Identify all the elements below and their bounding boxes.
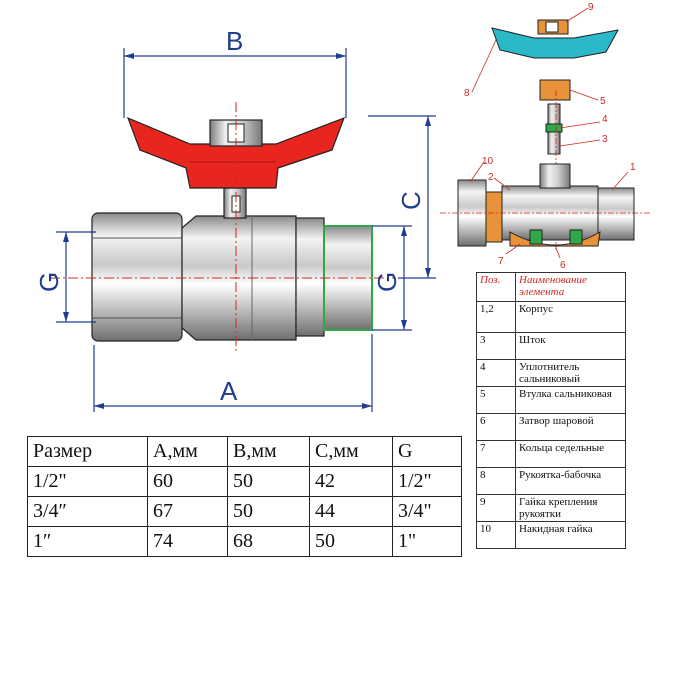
callout-8: 8 bbox=[464, 88, 470, 99]
dim-label-g-right: G bbox=[372, 272, 402, 292]
callout-7: 7 bbox=[498, 256, 504, 267]
callout-6: 6 bbox=[560, 260, 566, 271]
size-header-cell: Размер bbox=[27, 436, 148, 467]
table-cell: 44 bbox=[309, 496, 393, 527]
part-position: 8 bbox=[476, 467, 516, 495]
table-cell: 1" bbox=[392, 526, 462, 557]
exploded-view bbox=[440, 19, 650, 250]
part-position: 7 bbox=[476, 440, 516, 468]
table-cell: 3/4″ bbox=[27, 496, 148, 527]
left-hex-nut bbox=[91, 212, 183, 342]
table-cell: 1″ bbox=[27, 526, 148, 557]
part-position: 3 bbox=[476, 332, 516, 360]
table-cell: 1/2" bbox=[392, 466, 462, 497]
table-cell: 50 bbox=[227, 496, 310, 527]
part-position: 4 bbox=[476, 359, 516, 387]
part-name: Гайка крепления рукоятки bbox=[515, 494, 626, 522]
part-name: Корпус bbox=[515, 301, 626, 333]
part-position: 5 bbox=[476, 386, 516, 414]
size-table: Размер A,мм B,мм C,мм G 1/2" 60 50 42 1/… bbox=[27, 436, 462, 557]
part-name: Затвор шаровой bbox=[515, 413, 626, 441]
size-header-cell: C,мм bbox=[309, 436, 393, 467]
table-cell: 60 bbox=[147, 466, 228, 497]
table-cell: 1/2" bbox=[27, 466, 148, 497]
table-row: 4 Уплотнитель сальниковый bbox=[476, 359, 626, 387]
table-row: 9 Гайка крепления рукоятки bbox=[476, 494, 626, 522]
table-cell: 3/4" bbox=[392, 496, 462, 527]
callout-4: 4 bbox=[602, 114, 608, 125]
parts-table: Поз. Наименование элемента 1,2 Корпус 3 … bbox=[476, 272, 626, 549]
table-cell: 50 bbox=[227, 466, 310, 497]
table-cell: 68 bbox=[227, 526, 310, 557]
size-header-cell: A,мм bbox=[147, 436, 228, 467]
parts-table-header: Поз. Наименование элемента bbox=[476, 272, 626, 302]
size-header-cell: G bbox=[392, 436, 462, 467]
part-name: Накидная гайка bbox=[515, 521, 626, 549]
dim-label-c: C bbox=[396, 191, 426, 210]
callout-2: 2 bbox=[488, 172, 494, 183]
right-hex bbox=[295, 217, 325, 337]
parts-header-pos: Поз. bbox=[476, 272, 516, 302]
callout-1: 1 bbox=[630, 162, 636, 173]
table-cell: 74 bbox=[147, 526, 228, 557]
parts-header-name: Наименование элемента bbox=[515, 272, 626, 302]
part-name: Рукоятка-бабочка bbox=[515, 467, 626, 495]
dim-label-a: A bbox=[220, 376, 238, 406]
table-row: 5 Втулка сальниковая bbox=[476, 386, 626, 414]
table-row: 6 Затвор шаровой bbox=[476, 413, 626, 441]
part-position: 9 bbox=[476, 494, 516, 522]
callout-3: 3 bbox=[602, 134, 608, 145]
size-table-header: Размер A,мм B,мм C,мм G bbox=[27, 436, 462, 467]
table-row: 1,2 Корпус bbox=[476, 301, 626, 333]
dimension-lines: B A C G G bbox=[34, 26, 436, 412]
size-header-cell: B,мм bbox=[227, 436, 310, 467]
callout-5: 5 bbox=[600, 96, 606, 107]
callout-labels: 1 2 3 4 5 6 7 8 9 10 bbox=[464, 2, 636, 271]
dim-label-b: B bbox=[226, 26, 243, 56]
table-cell: 42 bbox=[309, 466, 393, 497]
callout-9: 9 bbox=[588, 2, 594, 13]
table-row: 3/4″ 67 50 44 3/4" bbox=[27, 496, 462, 527]
exploded-handle bbox=[491, 27, 619, 59]
dim-label-g-left: G bbox=[34, 272, 64, 292]
table-row: 7 Кольца седельные bbox=[476, 440, 626, 468]
part-name: Втулка сальниковая bbox=[515, 386, 626, 414]
table-cell: 50 bbox=[309, 526, 393, 557]
table-row: 10 Накидная гайка bbox=[476, 521, 626, 549]
callout-10: 10 bbox=[482, 156, 494, 167]
table-row: 3 Шток bbox=[476, 332, 626, 360]
part-name: Шток bbox=[515, 332, 626, 360]
part-position: 6 bbox=[476, 413, 516, 441]
table-cell: 67 bbox=[147, 496, 228, 527]
table-row: 1/2" 60 50 42 1/2" bbox=[27, 466, 462, 497]
callout-leaders bbox=[469, 7, 629, 259]
part-position: 10 bbox=[476, 521, 516, 549]
part-name: Кольца седельные bbox=[515, 440, 626, 468]
part-position: 1,2 bbox=[476, 301, 516, 333]
main-valve-view bbox=[50, 102, 395, 352]
table-row: 8 Рукоятка-бабочка bbox=[476, 467, 626, 495]
part-name: Уплотнитель сальниковый bbox=[515, 359, 626, 387]
table-row: 1″ 74 68 50 1" bbox=[27, 526, 462, 557]
